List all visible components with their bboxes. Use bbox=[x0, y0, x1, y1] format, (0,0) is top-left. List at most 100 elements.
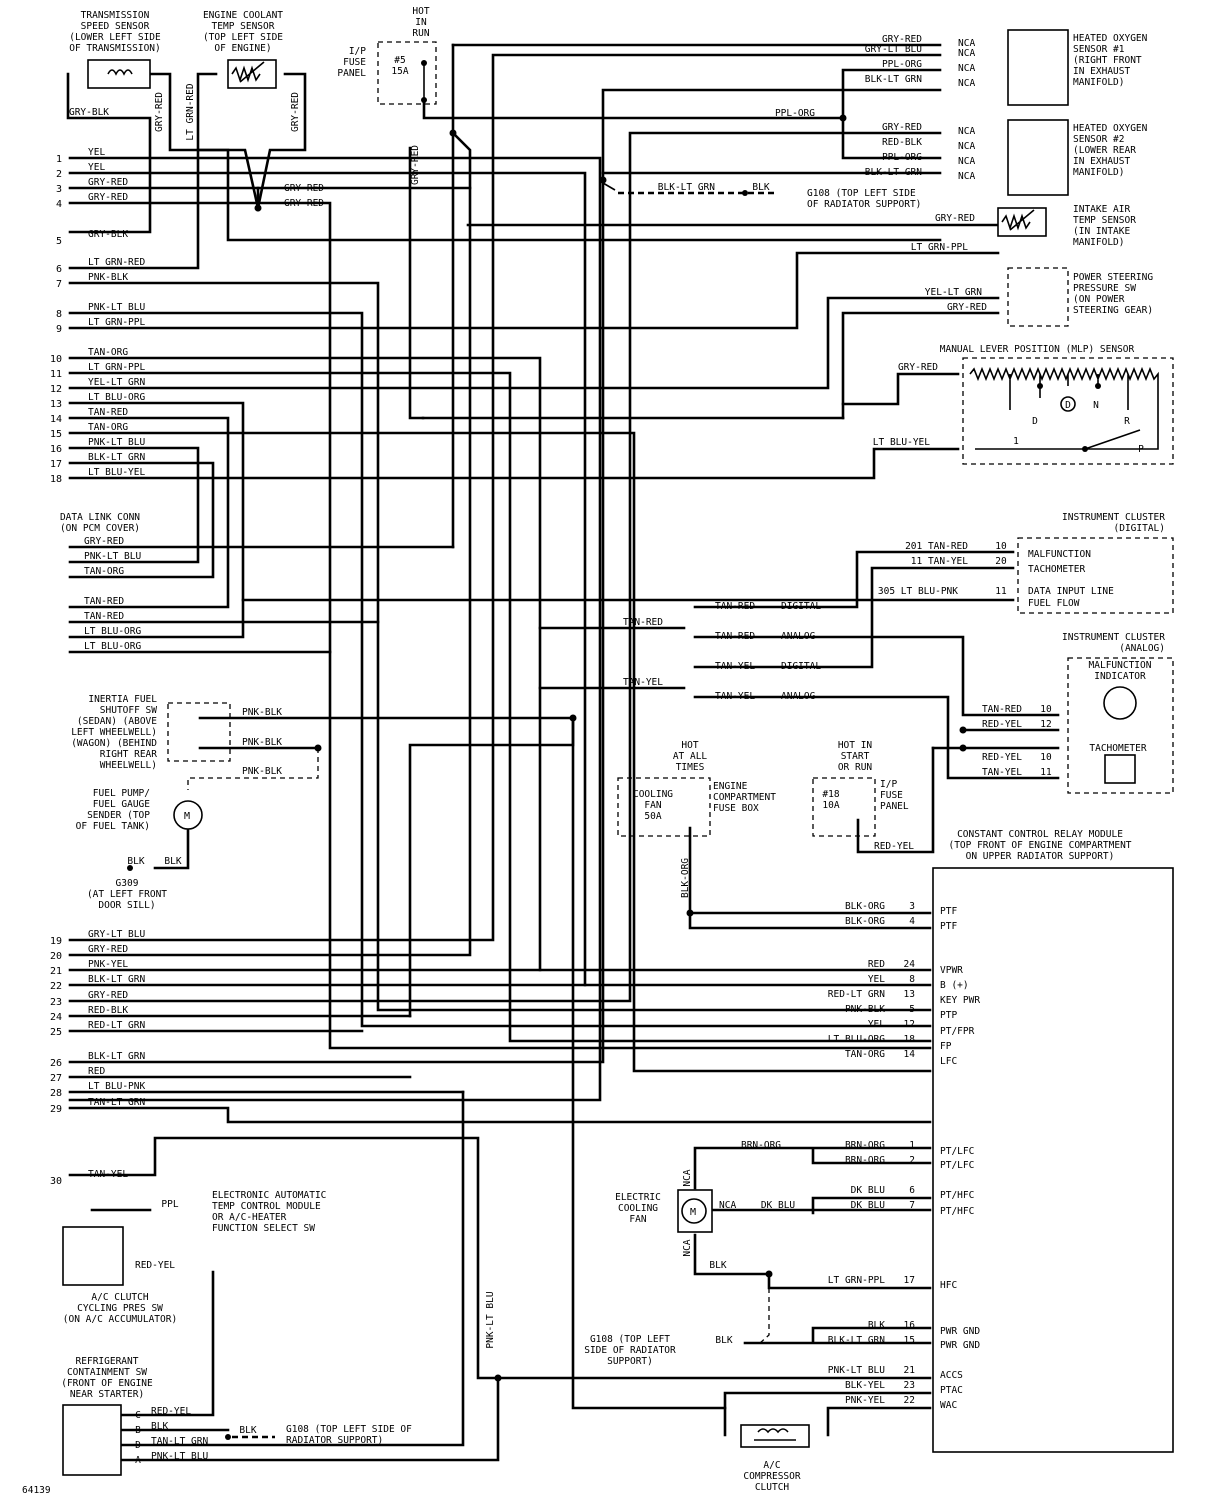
pcm-pin-number: 19 bbox=[50, 936, 62, 947]
pcm-pin-wire-color: LT GRN-RED bbox=[88, 257, 145, 268]
ccrm-pin-number: 3 bbox=[909, 901, 915, 912]
pcm-pin-wire-color: LT BLU-YEL bbox=[88, 467, 145, 478]
ho2s1-label: MANIFOLD) bbox=[1073, 77, 1124, 88]
wire-color: BLK bbox=[127, 856, 144, 867]
pcm-pin-number: 23 bbox=[50, 997, 62, 1008]
fuel-pump-label: OF FUEL TANK) bbox=[76, 821, 150, 832]
ccrm-pin-function: PT/HFC bbox=[940, 1190, 974, 1201]
wire-color: GRY-RED bbox=[935, 213, 975, 224]
ccrm-pin-number: 17 bbox=[904, 1275, 915, 1286]
ccrm-pin-number: 6 bbox=[909, 1185, 915, 1196]
iat-box bbox=[997, 207, 1047, 237]
g108-ground-label: RADIATOR SUPPORT) bbox=[286, 1435, 383, 1446]
ccrm-wire-color: BLK-ORG bbox=[845, 916, 885, 927]
pcm-pin-number: 1 bbox=[56, 154, 62, 165]
ccrm-pin-function: LFC bbox=[940, 1056, 957, 1067]
wire-color: TAN-YEL bbox=[715, 691, 755, 702]
cluster-analog-label: (ANALOG) bbox=[1119, 643, 1165, 654]
compressor-clutch-label: A/C bbox=[763, 1460, 780, 1471]
fuse-5-label: 15A bbox=[391, 66, 408, 77]
cluster-digital-item: FUEL FLOW bbox=[1028, 598, 1080, 609]
refrig-switch-box bbox=[62, 1404, 122, 1476]
pcm-pin-wire-color: PNK-LT BLU bbox=[88, 302, 145, 313]
hot-in-start-label: START bbox=[841, 751, 870, 762]
pcm-pin-wire-color: GRY-LT BLU bbox=[88, 929, 145, 940]
ho2s2-wire-color: GRY-RED bbox=[882, 122, 922, 133]
mlp-position: D bbox=[1032, 416, 1038, 427]
engine-fuse-box-label: ENGINE bbox=[713, 781, 748, 792]
trans-speed-sensor-label: TRANSMISSION bbox=[81, 10, 150, 21]
nca-label: NCA bbox=[719, 1200, 736, 1211]
cluster-digital-wire: 201 TAN-RED bbox=[905, 541, 968, 552]
fuse-5-label: #5 bbox=[394, 55, 405, 66]
pcm-pin-wire-color: LT GRN-PPL bbox=[88, 317, 145, 328]
hot-at-all-times-label: AT ALL bbox=[673, 751, 708, 762]
cluster-digital-wire: 305 LT BLU-PNK bbox=[878, 586, 958, 597]
pcm-pin-wire-color: TAN-ORG bbox=[88, 422, 128, 433]
refrig-wire-color: PNK-LT BLU bbox=[151, 1451, 208, 1462]
engine-fuse-box bbox=[617, 777, 711, 837]
cluster-pin-number: 10 bbox=[1040, 752, 1052, 763]
ccrm-pin-function: HFC bbox=[940, 1280, 957, 1291]
iat-sensor-label: TEMP SENSOR bbox=[1073, 215, 1136, 226]
pcm-pin-number: 15 bbox=[50, 429, 62, 440]
ps-switch-label: STEERING GEAR) bbox=[1073, 305, 1153, 316]
ccrm-pin-number: 21 bbox=[904, 1365, 916, 1376]
coolant-temp-sensor-label: OF ENGINE) bbox=[214, 43, 271, 54]
wire-color: GRY-RED bbox=[947, 302, 987, 313]
cooling-fan-fuse-label: COOLING bbox=[633, 789, 673, 800]
cluster-analog-wire: TAN-YEL bbox=[982, 767, 1022, 778]
pcm-pin-number: 18 bbox=[50, 474, 62, 485]
refrigerant-switch-label: NEAR STARTER) bbox=[70, 1389, 144, 1400]
ccrm-pin-number: 5 bbox=[909, 1004, 915, 1015]
trans-speed-sensor-label: OF TRANSMISSION) bbox=[69, 43, 161, 54]
wire-color: TAN-YEL bbox=[715, 661, 755, 672]
fuse-18-label: #18 bbox=[822, 789, 839, 800]
ho2s1-label: (RIGHT FRONT bbox=[1073, 55, 1142, 66]
ccrm-pin-number: 24 bbox=[904, 959, 916, 970]
wire-color: PNK-BLK bbox=[242, 766, 282, 777]
trans-speed-sensor-box bbox=[87, 59, 151, 89]
pcm-pin-number: 10 bbox=[50, 354, 62, 365]
ccrm-wire-color: TAN-ORG bbox=[845, 1049, 885, 1060]
pcm-pin-wire-color: GRY-RED bbox=[88, 177, 128, 188]
wire-color: TAN-YEL bbox=[623, 677, 663, 688]
cluster-digital-item: DATA INPUT LINE bbox=[1028, 586, 1114, 597]
pcm-pin-number: 2 bbox=[56, 169, 62, 180]
ps-switch-box bbox=[1007, 267, 1069, 327]
ho2s2-box bbox=[1007, 119, 1069, 196]
iat-sensor-label: MANIFOLD) bbox=[1073, 237, 1124, 248]
ccrm-pin-function: PT/LFC bbox=[940, 1160, 974, 1171]
inertia-switch-label: LEFT WHEELWELL) bbox=[71, 727, 157, 738]
wire-color: RED-YEL bbox=[135, 1260, 175, 1271]
nca-label: NCA bbox=[682, 1169, 693, 1186]
fuse-panel-dashed bbox=[377, 41, 437, 105]
dlc-wire-color: LT BLU-ORG bbox=[84, 626, 141, 637]
ccrm-pin-number: 12 bbox=[904, 1019, 915, 1030]
pcm-pin-number: 30 bbox=[50, 1176, 62, 1187]
wire-color: GRY-RED bbox=[284, 183, 324, 194]
pcm-pin-number: 21 bbox=[50, 966, 62, 977]
pcm-pin-wire-color: RED-LT GRN bbox=[88, 1020, 145, 1031]
pcm-pin-wire-color: LT BLU-ORG bbox=[88, 392, 145, 403]
ccrm-pin-function: PT/HFC bbox=[940, 1206, 974, 1217]
ho2s2-label: (LOWER REAR bbox=[1073, 145, 1136, 156]
tachometer-label: TACHOMETER bbox=[1089, 743, 1146, 754]
ccrm-wire-color: RED-LT GRN bbox=[828, 989, 885, 1000]
pcm-pin-wire-color: RED bbox=[88, 1066, 105, 1077]
pcm-pin-number: 20 bbox=[50, 951, 62, 962]
hot-in-run-label: HOT bbox=[412, 6, 429, 17]
nca-label: NCA bbox=[958, 171, 975, 182]
ho2s1-wire-color: PPL-ORG bbox=[882, 59, 922, 70]
nca-label: NCA bbox=[958, 141, 975, 152]
wire-color: BLK bbox=[752, 182, 769, 193]
wire-color: GRY-RED bbox=[290, 92, 301, 132]
cluster-digital-item: MALFUNCTION bbox=[1028, 549, 1091, 560]
ccrm-label: ON UPPER RADIATOR SUPPORT) bbox=[966, 851, 1115, 862]
wire-color: GRY-RED bbox=[898, 362, 938, 373]
inertia-switch-label: RIGHT REAR bbox=[100, 749, 157, 760]
fuel-pump-label: FUEL GAUGE bbox=[93, 799, 150, 810]
pcm-pin-wire-color: LT BLU-PNK bbox=[88, 1081, 145, 1092]
compressor-clutch-label: COMPRESSOR bbox=[743, 1471, 800, 1482]
